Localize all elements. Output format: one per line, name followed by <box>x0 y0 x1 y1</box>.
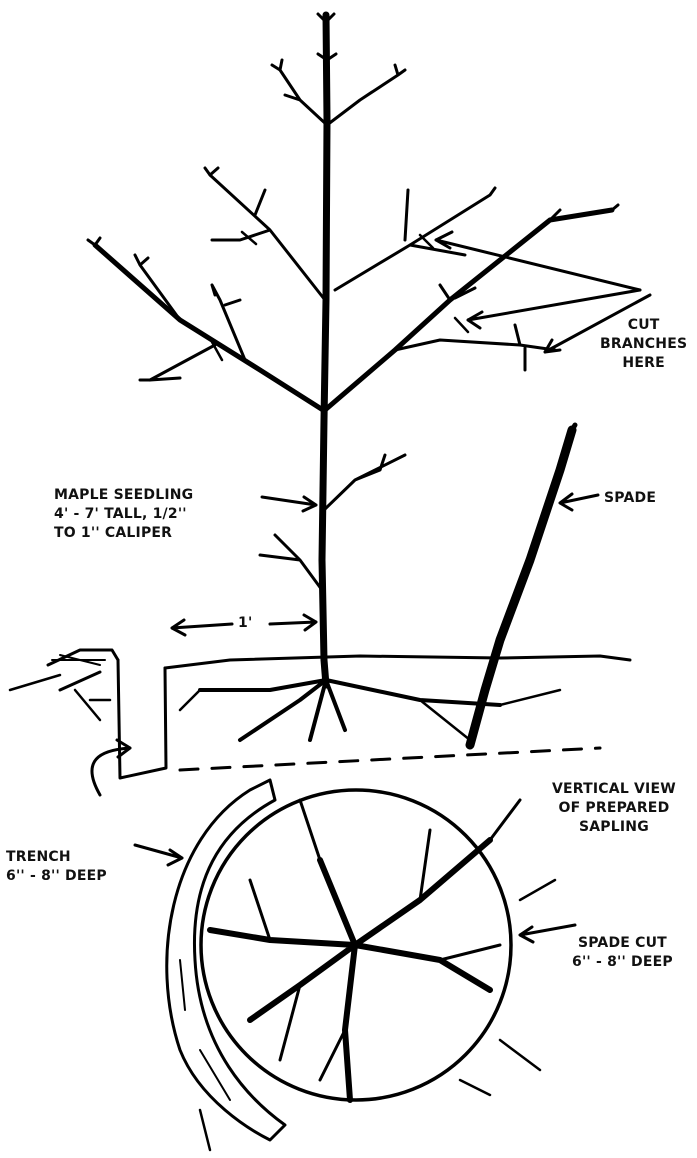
spade-label: SPADE <box>604 489 656 508</box>
spade-cut-label: SPADE CUT 6'' - 8'' DEEP <box>572 934 673 972</box>
trench-view-arrow <box>135 845 182 865</box>
vertical-view-label: VERTICAL VIEW OF PREPARED SAPLING <box>552 780 676 837</box>
distance-label: 1' <box>238 614 252 633</box>
distance-arrow-left <box>172 620 232 635</box>
trench-wall <box>118 660 166 778</box>
spade-arrow <box>560 494 598 510</box>
ground-surface <box>165 656 630 668</box>
trench-arrow <box>92 740 130 795</box>
depth-dashed-line <box>180 748 600 770</box>
maple-seedling-label: MAPLE SEEDLING 4' - 7' TALL, 1/2'' TO 1'… <box>54 486 193 543</box>
spade-cut-arrow <box>520 925 575 942</box>
trench-label: TRENCH 6'' - 8'' DEEP <box>6 848 107 886</box>
trench-outline <box>167 780 285 1140</box>
cut-branches-label: CUT BRANCHES HERE <box>600 316 687 373</box>
distance-arrow-right <box>270 615 316 630</box>
cut-arrow-1 <box>436 232 640 290</box>
vertical-view-drawing <box>167 780 555 1150</box>
maple-seedling-drawing <box>88 14 618 685</box>
trench-mound <box>48 650 118 690</box>
spade-blade <box>470 430 572 745</box>
seedling-arrow <box>262 497 316 511</box>
